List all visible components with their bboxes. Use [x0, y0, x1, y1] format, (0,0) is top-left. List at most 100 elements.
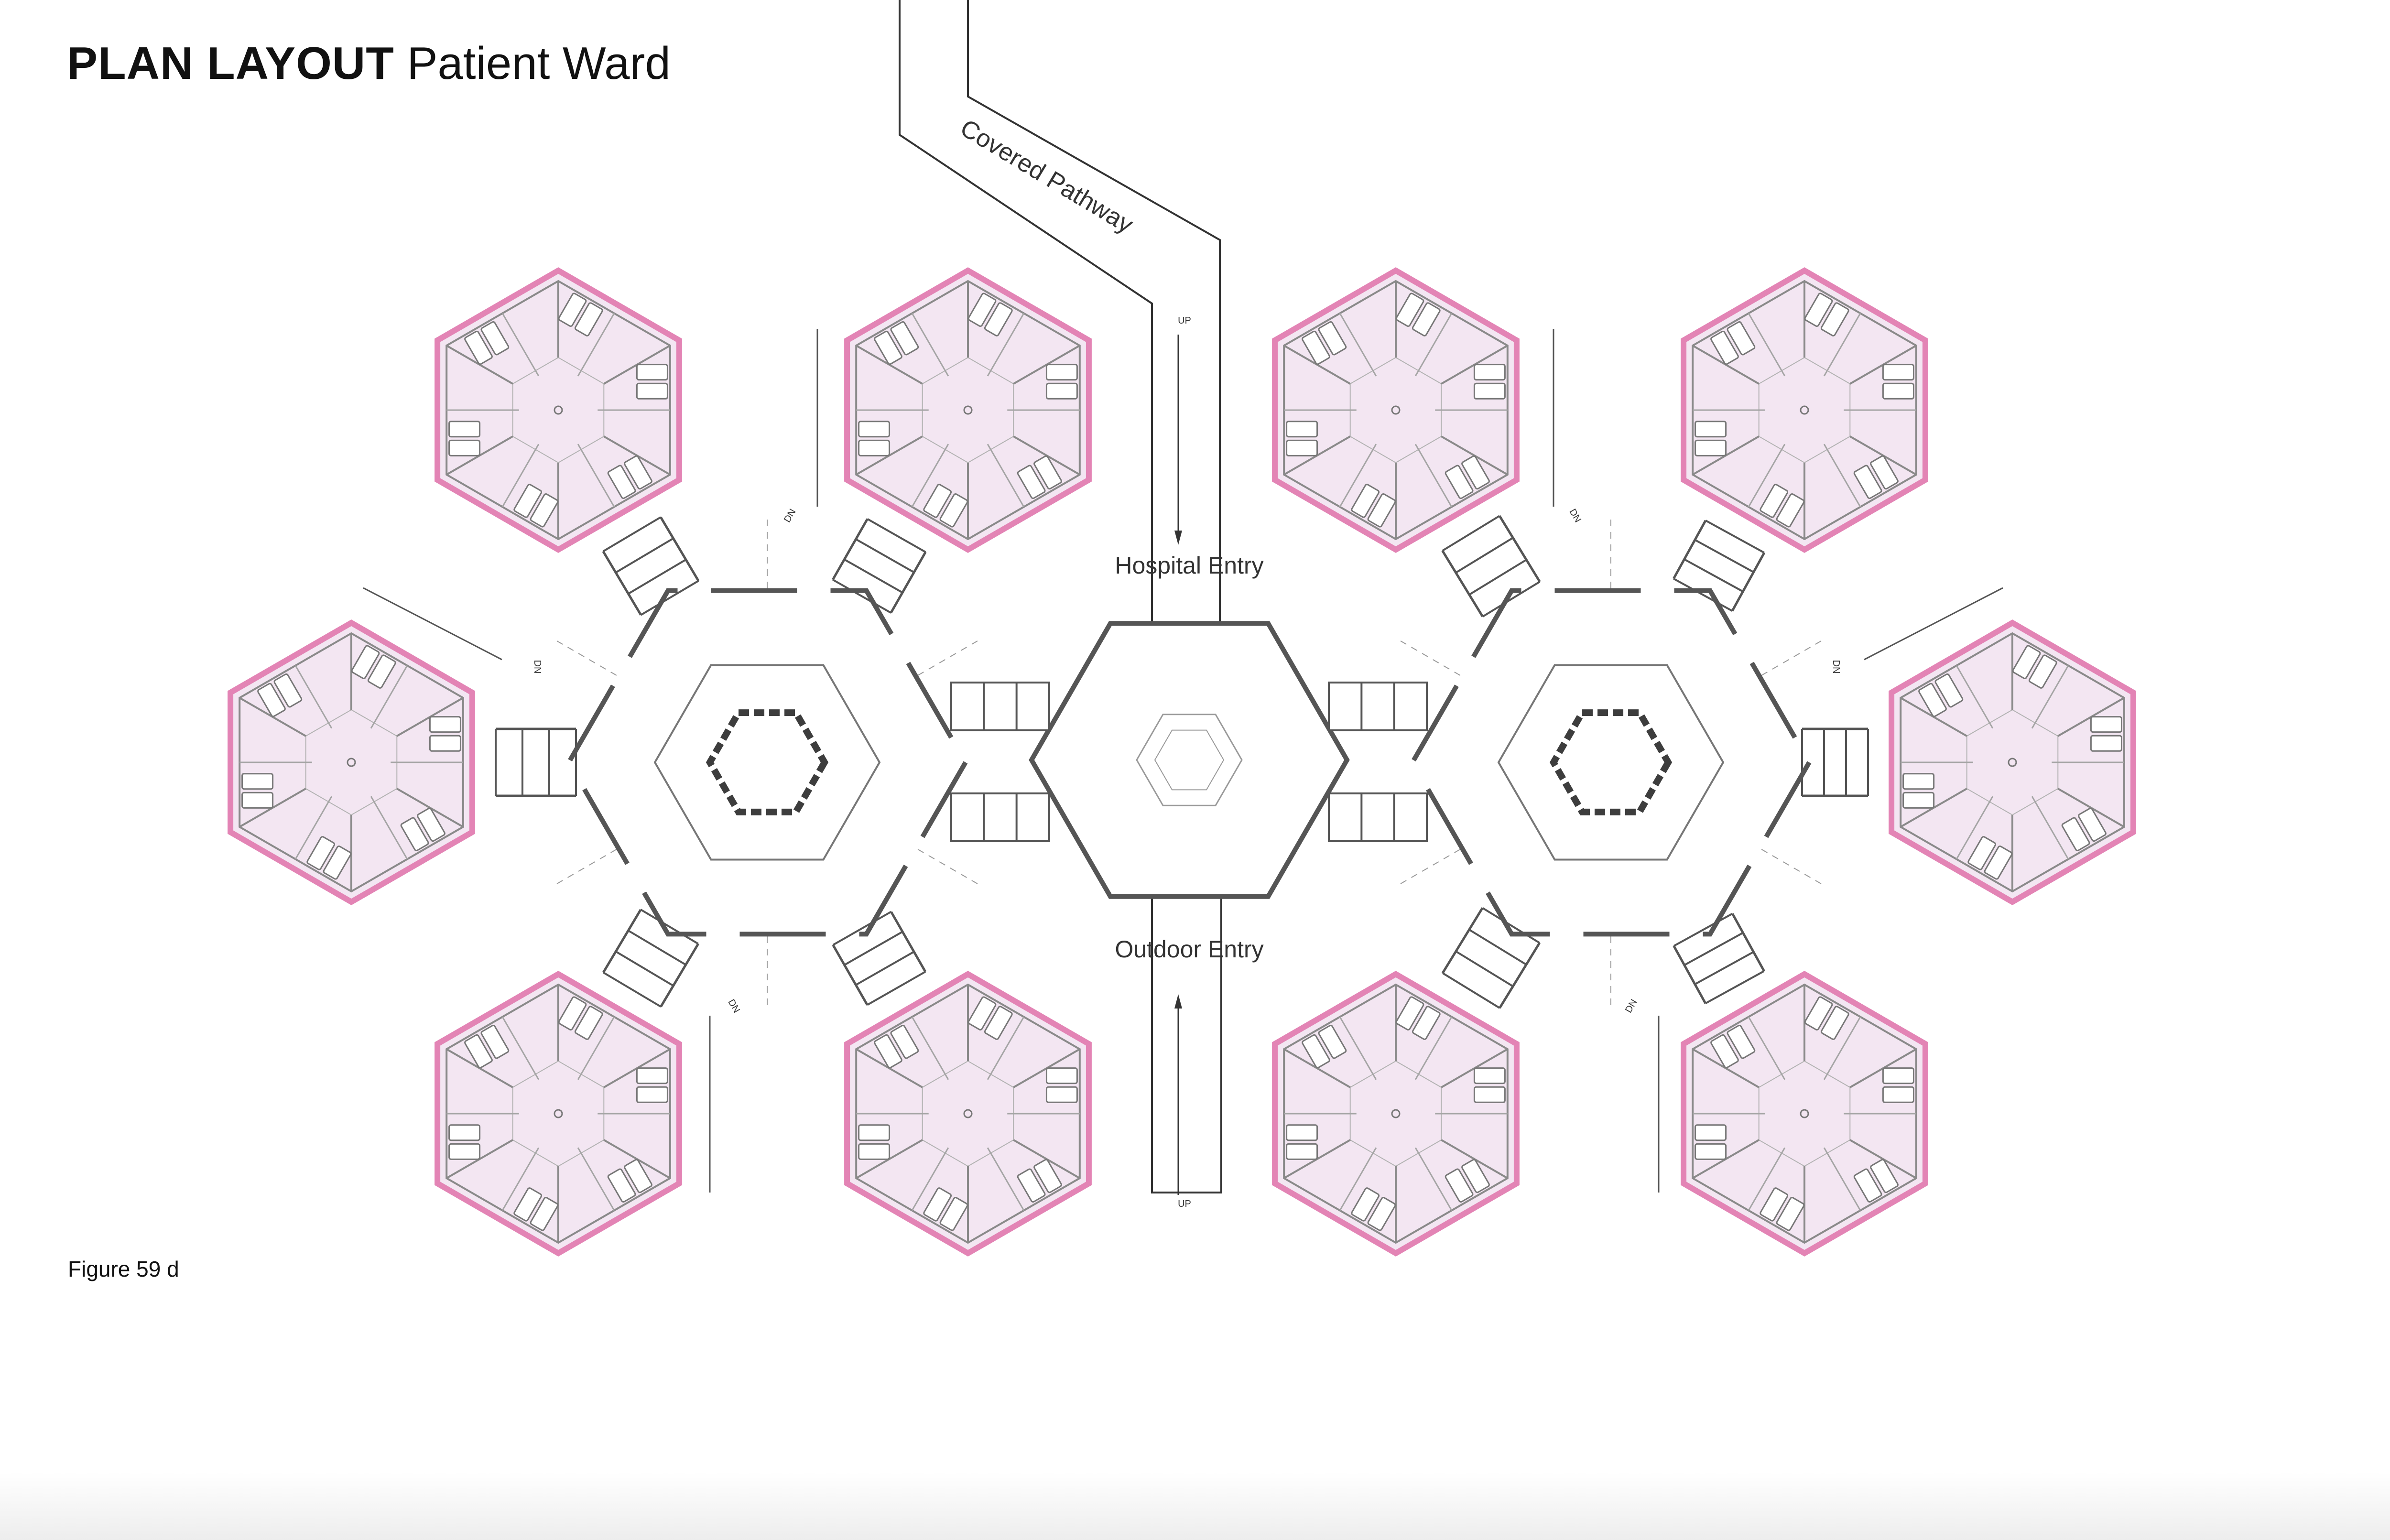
connector-partition	[1442, 515, 1500, 552]
connector-wall	[890, 911, 927, 973]
patient-pod	[844, 267, 1092, 553]
partition	[911, 1016, 949, 1080]
bed-icon	[1804, 996, 1833, 1030]
up-label-top: UP	[1178, 315, 1191, 326]
connector-partition	[628, 559, 686, 595]
bed-icon	[636, 364, 668, 381]
bed-icon	[323, 846, 352, 880]
connector-partition	[844, 558, 903, 594]
bed-icon	[241, 792, 274, 809]
bed-icon	[890, 321, 919, 356]
hub-station	[653, 664, 881, 861]
bed-icon	[448, 439, 481, 456]
connector-wall	[1731, 552, 1766, 612]
connector-partition	[867, 971, 926, 1006]
connector-partition	[615, 951, 674, 987]
bed-icon	[1286, 421, 1318, 438]
stair-arrow-icon	[1174, 994, 1182, 1009]
partition	[1339, 444, 1377, 508]
bed-icon	[1318, 1024, 1347, 1059]
bed-icon	[858, 1124, 891, 1141]
page-bottom-shadow	[0, 1472, 2390, 1540]
bed-icon	[858, 1143, 891, 1160]
bed-icon	[574, 302, 603, 336]
patient-pod	[1681, 267, 1928, 553]
bed-icon	[429, 716, 461, 733]
stair-arrow-icon	[1174, 531, 1182, 545]
patient-pod	[844, 971, 1092, 1257]
connector-partition	[1482, 907, 1540, 944]
bed-icon	[1776, 1197, 1805, 1231]
dn-label: DN	[782, 507, 798, 524]
bed-icon	[1727, 1024, 1756, 1059]
bed-icon	[1412, 302, 1441, 336]
partition	[1339, 1147, 1377, 1211]
pod-center-mark	[963, 1109, 973, 1118]
bed-icon	[1473, 364, 1506, 381]
bed-icon	[400, 817, 429, 852]
connector-wall	[660, 516, 700, 582]
connector-partition	[1694, 951, 1754, 985]
bed-icon	[1045, 1086, 1078, 1103]
bed-icon	[1045, 364, 1078, 381]
bed-icon	[967, 996, 997, 1030]
partition	[370, 665, 408, 729]
pod-center-mark	[1391, 405, 1401, 415]
patient-pod	[435, 971, 682, 1257]
partition	[1955, 665, 1994, 729]
bed-icon	[1760, 1187, 1789, 1222]
bed-icon	[1870, 455, 1899, 490]
entry-core-inner	[1154, 729, 1225, 791]
pod-center-mark	[963, 405, 973, 415]
bed-icon	[636, 1086, 668, 1103]
partition	[501, 444, 540, 508]
connector-partition	[1694, 539, 1754, 573]
connector-partition	[1468, 559, 1527, 596]
bed-icon	[1302, 1034, 1330, 1069]
bed-icon	[1853, 1168, 1882, 1203]
bed-icon	[1033, 1159, 1062, 1193]
partition	[370, 796, 408, 860]
partition	[2031, 665, 2069, 729]
stair-arrow-icon	[363, 587, 502, 661]
partition	[577, 1016, 615, 1080]
entry-core	[1136, 714, 1243, 806]
partition	[1823, 444, 1861, 508]
bed-icon	[1017, 1168, 1046, 1203]
covered-pathway-label: Covered Pathway	[956, 114, 1138, 239]
bed-icon	[1695, 439, 1727, 456]
bed-icon	[984, 302, 1013, 336]
stair-arrow-icon	[1864, 587, 2003, 661]
bed-icon	[1286, 439, 1318, 456]
patient-pod	[1889, 619, 2136, 905]
partition	[1748, 1147, 1786, 1211]
connector-partition	[628, 930, 686, 966]
partition	[1955, 796, 1994, 860]
bed-icon	[448, 1143, 481, 1160]
bed-icon	[923, 484, 952, 518]
bed-icon	[464, 1034, 493, 1069]
bed-icon	[1473, 382, 1506, 400]
link-corridor	[950, 682, 1050, 731]
bed-icon	[1045, 1067, 1078, 1085]
bed-icon	[257, 683, 286, 717]
connector-wall	[1673, 945, 1707, 1004]
connector-partition	[1705, 520, 1765, 554]
patient-pod	[1681, 971, 1928, 1257]
partition	[1414, 1147, 1453, 1211]
bed-icon	[1820, 302, 1849, 336]
pod-center-mark	[554, 405, 563, 415]
bed-icon	[1967, 836, 1997, 870]
bed-icon	[1882, 1067, 1914, 1085]
connector-wall	[602, 909, 642, 973]
bed-icon	[1727, 321, 1756, 356]
partition	[501, 1147, 540, 1211]
bed-icon	[890, 1024, 919, 1059]
bed-icon	[1760, 484, 1789, 518]
bed-icon	[636, 382, 668, 400]
bed-icon	[1461, 455, 1490, 490]
bed-icon	[2090, 735, 2122, 752]
bed-icon	[558, 996, 587, 1030]
bed-icon	[984, 1006, 1013, 1040]
bed-icon	[1918, 683, 1947, 717]
